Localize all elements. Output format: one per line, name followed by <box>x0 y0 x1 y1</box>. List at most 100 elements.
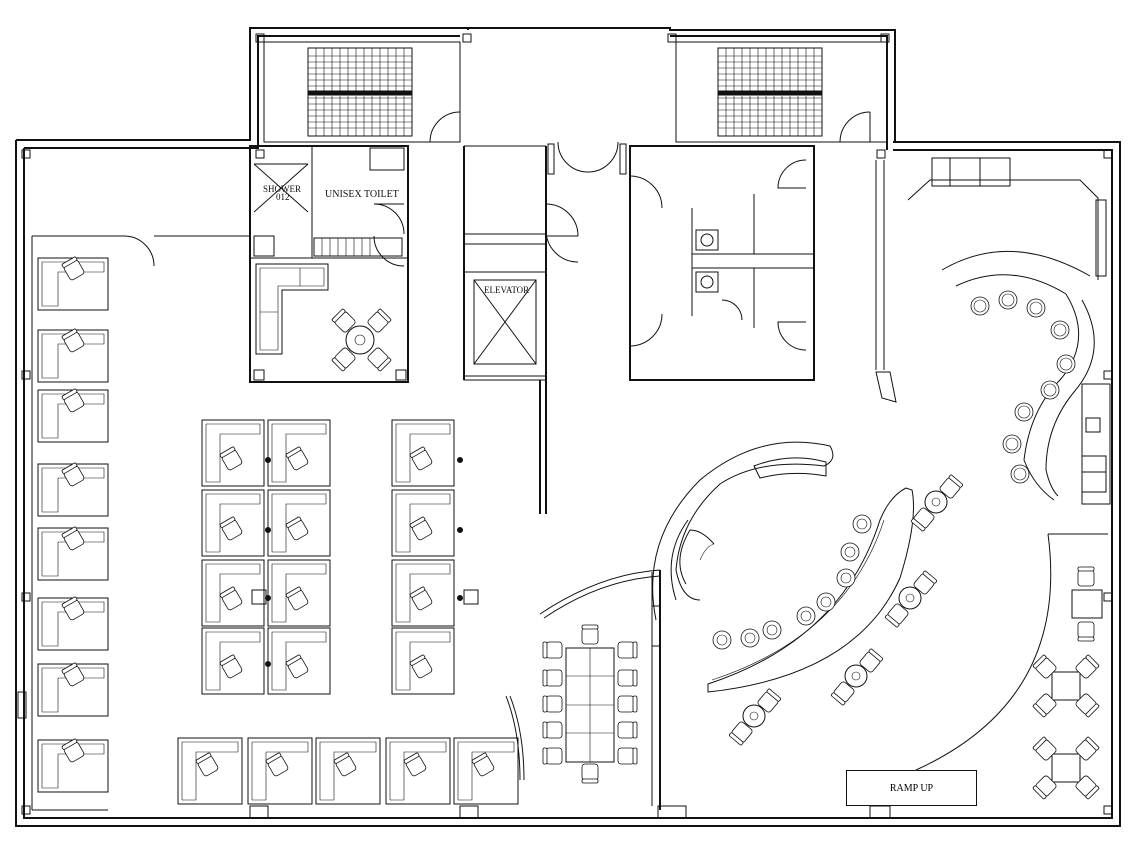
square-table <box>1032 736 1100 800</box>
conf-chair <box>617 695 638 713</box>
workstation <box>267 627 331 695</box>
workstation <box>267 489 331 557</box>
workstation <box>391 489 455 557</box>
conf-chair <box>581 763 599 784</box>
conf-chair <box>581 624 599 645</box>
banquette-stool <box>712 630 732 650</box>
workstation <box>267 559 331 627</box>
workstation <box>177 737 243 805</box>
desk-chair <box>219 516 243 541</box>
banquette-stool <box>796 606 816 626</box>
conf-chair <box>542 669 563 687</box>
conference-chairs <box>542 624 638 784</box>
shower-label: SHOWER <box>263 184 301 194</box>
desk-chair <box>285 446 309 471</box>
cafe-chair <box>831 681 855 706</box>
conf-chair <box>542 641 563 659</box>
column-dot <box>457 457 463 463</box>
corridor-elevator <box>463 141 627 514</box>
desk-chair <box>409 586 433 611</box>
unisex-toilet-label: UNISEX TOILET <box>325 189 399 200</box>
workstations <box>37 256 519 805</box>
cafe-chair <box>729 721 753 746</box>
table-chair <box>1075 693 1100 718</box>
desk-chair <box>61 328 85 353</box>
desk-chair <box>219 446 243 471</box>
bar-stool <box>1050 320 1070 340</box>
cafe-chair <box>757 688 781 713</box>
cafe-chair <box>939 474 963 499</box>
cafe-chair <box>859 648 883 673</box>
ramp-up-box: RAMP UP <box>846 770 977 806</box>
workstation <box>267 419 331 487</box>
conf-chair <box>617 747 638 765</box>
desk-chair <box>285 586 309 611</box>
stair-right <box>675 41 888 143</box>
table-chair <box>1032 654 1057 679</box>
left-cubicle <box>37 596 109 651</box>
bar-stool <box>1040 380 1060 400</box>
workstation <box>391 627 455 695</box>
cafe-table <box>831 648 883 706</box>
table-chair <box>1077 621 1095 642</box>
right-lounge <box>875 157 1111 771</box>
cafe-table <box>911 474 963 532</box>
column-dot <box>265 661 271 667</box>
desk-chair <box>285 516 309 541</box>
bar-stool <box>1014 402 1034 422</box>
cafe-table <box>885 570 937 628</box>
lounge-chair <box>331 308 356 333</box>
workstation <box>391 419 455 487</box>
square-table <box>1032 654 1100 718</box>
column-dot <box>457 527 463 533</box>
cafe-chair <box>885 603 909 628</box>
conf-chair <box>617 669 638 687</box>
banquette-stool <box>762 620 782 640</box>
left-cubicle <box>37 738 109 793</box>
banquette-stool <box>740 628 760 648</box>
desk-chair <box>61 256 85 281</box>
bar-stool <box>1010 464 1030 484</box>
workstation <box>201 627 265 695</box>
column-dot <box>265 527 271 533</box>
table-chair <box>1075 736 1100 761</box>
bar-stool <box>1026 298 1046 318</box>
left-cubicle <box>37 328 109 383</box>
left-cubicle <box>37 462 109 517</box>
workstation <box>315 737 381 805</box>
left-rooms <box>31 235 250 811</box>
desk-chair <box>265 752 289 777</box>
banquette-stool <box>852 514 872 534</box>
desk-chair <box>219 654 243 679</box>
bar-stools <box>970 290 1076 484</box>
desk-chair <box>61 738 85 763</box>
desk-chair <box>409 654 433 679</box>
desk-chair <box>471 752 495 777</box>
workstation <box>391 559 455 627</box>
cafe-table <box>729 688 781 746</box>
bar-stool <box>970 296 990 316</box>
square-table <box>1071 566 1103 642</box>
bar-stool <box>998 290 1018 310</box>
conf-chair <box>542 747 563 765</box>
desk-chair <box>409 516 433 541</box>
table-chair <box>1075 775 1100 800</box>
lounge-chair <box>367 347 392 372</box>
right-tables <box>1032 566 1103 800</box>
bar-stool <box>1056 354 1076 374</box>
left-cubicle <box>37 662 109 717</box>
cafe-chair <box>913 570 937 595</box>
column <box>251 589 267 605</box>
desk-chair <box>61 662 85 687</box>
conf-chair <box>617 641 638 659</box>
left-cubicle <box>37 526 109 581</box>
workstation <box>201 489 265 557</box>
workstation <box>385 737 451 805</box>
curved-banquette <box>505 441 914 781</box>
toilet-block <box>249 145 409 383</box>
conf-chair <box>542 721 563 739</box>
lounge-chairs <box>331 308 392 372</box>
ramp-up-label: RAMP UP <box>889 782 934 794</box>
bar-stool <box>1002 434 1022 454</box>
